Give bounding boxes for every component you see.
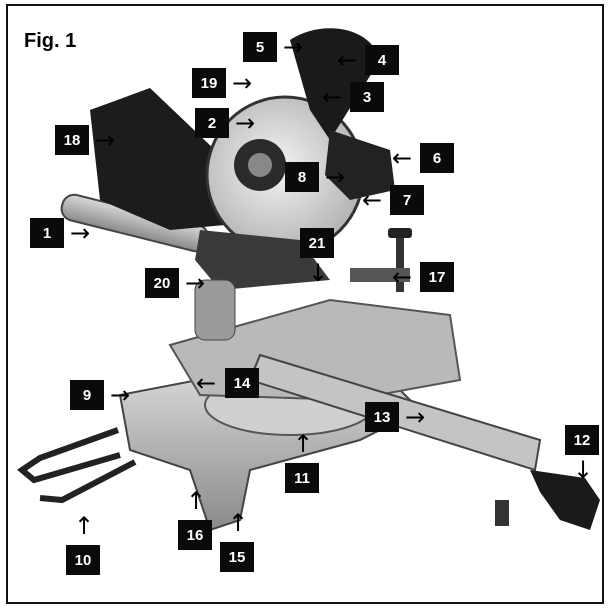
arrow-left-icon: ←	[392, 144, 413, 172]
arrow-right-icon: →	[185, 269, 206, 297]
arrow-left-icon: ←	[337, 46, 358, 74]
arrow-right-icon: →	[70, 219, 91, 247]
callout-2: 2	[195, 108, 229, 138]
callout-6: 6	[420, 143, 454, 173]
callout-10: 10	[66, 545, 100, 575]
callout-16: 16	[178, 520, 212, 550]
arrow-up-icon: ↑	[228, 509, 249, 537]
arrow-up-icon: ↑	[293, 430, 314, 458]
arrow-down-icon: ↓	[573, 456, 594, 484]
arrow-right-icon: →	[110, 381, 131, 409]
callout-15: 15	[220, 542, 254, 572]
arrow-right-icon: →	[325, 163, 346, 191]
callout-9: 9	[70, 380, 104, 410]
arrow-right-icon: →	[405, 403, 426, 431]
arrow-up-icon: ↑	[74, 512, 95, 540]
arrow-left-icon: ←	[196, 369, 217, 397]
callout-20: 20	[145, 268, 179, 298]
arrow-down-icon: ↓	[308, 259, 329, 287]
callout-8: 8	[285, 162, 319, 192]
arrow-left-icon: ←	[322, 83, 343, 111]
arrow-right-icon: →	[95, 126, 116, 154]
callout-4: 4	[365, 45, 399, 75]
callout-17: 17	[420, 262, 454, 292]
callout-18: 18	[55, 125, 89, 155]
arrow-left-icon: ←	[392, 263, 413, 291]
arrow-right-icon: →	[235, 109, 256, 137]
callout-21: 21	[300, 228, 334, 258]
arrow-right-icon: →	[283, 33, 304, 61]
extension-rails	[16, 427, 137, 504]
callout-14: 14	[225, 368, 259, 398]
figure-label: Fig. 1	[24, 30, 77, 52]
callout-1: 1	[30, 218, 64, 248]
arrow-up-icon: ↑	[186, 487, 207, 515]
callout-5: 5	[243, 32, 277, 62]
callout-12: 12	[565, 425, 599, 455]
callout-19: 19	[192, 68, 226, 98]
arrow-right-icon: →	[232, 69, 253, 97]
callout-7: 7	[390, 185, 424, 215]
work-clamp	[350, 228, 412, 292]
callout-13: 13	[365, 402, 399, 432]
callout-11: 11	[285, 463, 319, 493]
arrow-left-icon: ←	[362, 186, 383, 214]
callout-3: 3	[350, 82, 384, 112]
